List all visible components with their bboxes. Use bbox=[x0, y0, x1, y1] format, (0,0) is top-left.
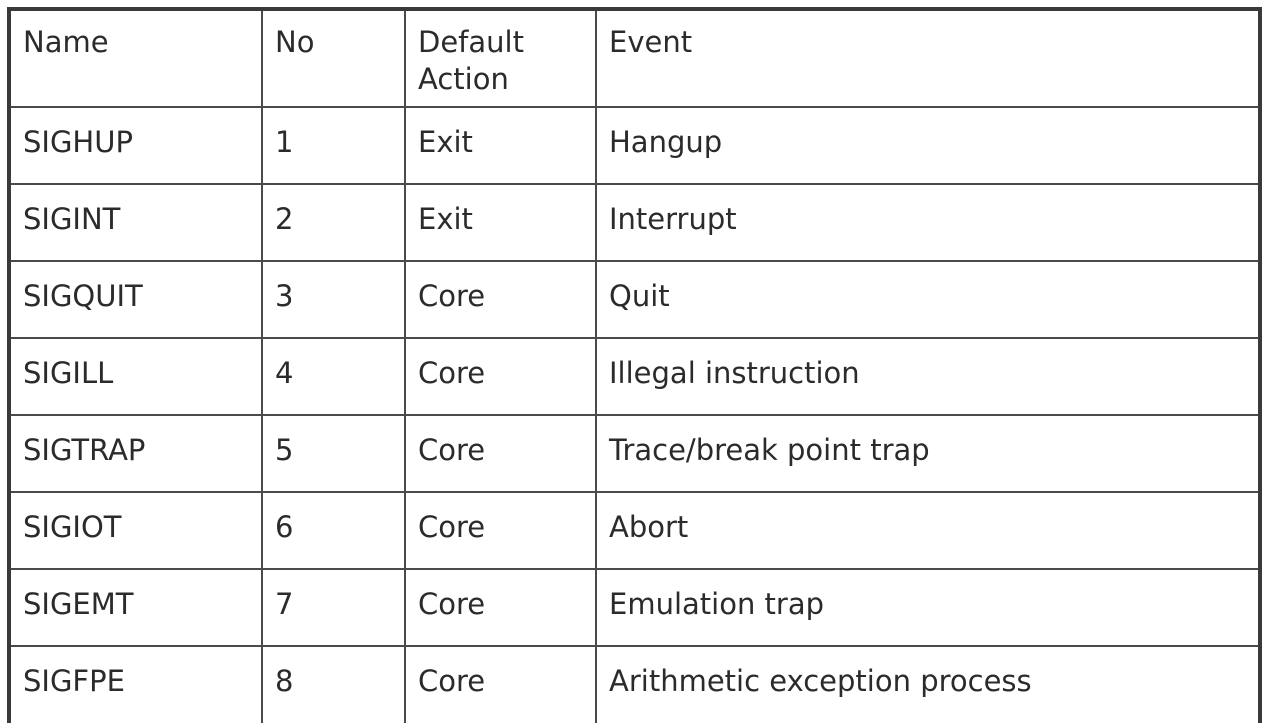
cell-no: 1 bbox=[261, 106, 406, 185]
cell-action: Exit bbox=[404, 106, 597, 185]
cell-name: SIGTRAP bbox=[7, 414, 263, 493]
cell-event: Hangup bbox=[595, 106, 1262, 185]
cell-action: Core bbox=[404, 645, 597, 723]
header-no: No bbox=[261, 7, 406, 108]
cell-no: 4 bbox=[261, 337, 406, 416]
cell-no: 8 bbox=[261, 645, 406, 723]
cell-name: SIGEMT bbox=[7, 568, 263, 647]
cell-event: Interrupt bbox=[595, 183, 1262, 262]
cell-event: Quit bbox=[595, 260, 1262, 339]
cell-action: Core bbox=[404, 260, 597, 339]
cell-action: Core bbox=[404, 568, 597, 647]
cell-no: 3 bbox=[261, 260, 406, 339]
table-row: SIGFPE 8 Core Arithmetic exception proce… bbox=[7, 645, 1262, 723]
table-row: SIGILL 4 Core Illegal instruction bbox=[7, 337, 1262, 416]
cell-action: Core bbox=[404, 337, 597, 416]
cell-event: Trace/break point trap bbox=[595, 414, 1262, 493]
cell-action: Exit bbox=[404, 183, 597, 262]
cell-name: SIGIOT bbox=[7, 491, 263, 570]
cell-event: Emulation trap bbox=[595, 568, 1262, 647]
signals-table: Name No Default Action Event SIGHUP 1 Ex… bbox=[7, 7, 1262, 723]
header-default-action: Default Action bbox=[404, 7, 597, 108]
cell-no: 2 bbox=[261, 183, 406, 262]
cell-event: Abort bbox=[595, 491, 1262, 570]
cell-no: 7 bbox=[261, 568, 406, 647]
header-default-action-line2: Action bbox=[418, 62, 509, 96]
cell-name: SIGINT bbox=[7, 183, 263, 262]
table-row: SIGINT 2 Exit Interrupt bbox=[7, 183, 1262, 262]
cell-name: SIGFPE bbox=[7, 645, 263, 723]
table-row: SIGTRAP 5 Core Trace/break point trap bbox=[7, 414, 1262, 493]
table-row: SIGHUP 1 Exit Hangup bbox=[7, 106, 1262, 185]
cell-action: Core bbox=[404, 491, 597, 570]
table-row: SIGIOT 6 Core Abort bbox=[7, 491, 1262, 570]
header-name: Name bbox=[7, 7, 263, 108]
cell-event: Illegal instruction bbox=[595, 337, 1262, 416]
cell-name: SIGHUP bbox=[7, 106, 263, 185]
cell-no: 5 bbox=[261, 414, 406, 493]
cell-action: Core bbox=[404, 414, 597, 493]
header-event: Event bbox=[595, 7, 1262, 108]
table-row: SIGEMT 7 Core Emulation trap bbox=[7, 568, 1262, 647]
table-row: SIGQUIT 3 Core Quit bbox=[7, 260, 1262, 339]
table-header-row: Name No Default Action Event bbox=[7, 7, 1262, 108]
cell-name: SIGQUIT bbox=[7, 260, 263, 339]
header-default-action-line1: Default bbox=[418, 25, 524, 59]
cell-event: Arithmetic exception process bbox=[595, 645, 1262, 723]
cell-no: 6 bbox=[261, 491, 406, 570]
cell-name: SIGILL bbox=[7, 337, 263, 416]
